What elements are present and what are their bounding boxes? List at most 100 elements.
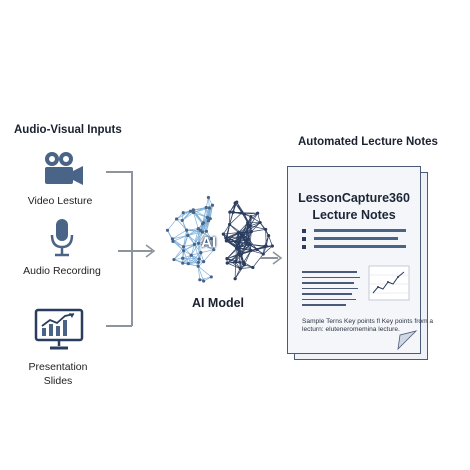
network-edge [238, 222, 248, 233]
presentation-chart-icon [34, 308, 84, 350]
network-node [188, 209, 193, 213]
folded-corner-icon [396, 329, 418, 351]
network-node [248, 242, 252, 247]
network-node [182, 249, 186, 253]
inputs-heading: Audio-Visual Inputs [14, 124, 122, 136]
network-edge [252, 253, 264, 268]
network-node [206, 195, 211, 200]
connector-to-notes [260, 257, 278, 259]
network-edge [206, 220, 209, 232]
network-node [237, 240, 241, 244]
network-edge [187, 230, 201, 236]
network-edge [182, 212, 194, 221]
network-edge [205, 197, 209, 208]
network-edge [167, 230, 173, 240]
network-node [209, 237, 214, 241]
network-edge [264, 235, 269, 247]
network-edge [198, 238, 212, 244]
network-edge [187, 235, 195, 245]
network-node [181, 256, 185, 260]
network-node [196, 241, 201, 245]
network-edge [190, 243, 199, 256]
ai-brain-network-icon [165, 195, 274, 283]
network-edge [229, 211, 234, 225]
network-edge [183, 243, 195, 248]
network-edge [194, 244, 200, 260]
network-edge [227, 262, 241, 269]
audio-recording-label: Audio Recording [23, 265, 101, 277]
network-edge [191, 254, 199, 263]
network-edge [227, 253, 240, 264]
network-node [209, 275, 213, 279]
network-node [241, 260, 246, 264]
network-node [172, 257, 176, 262]
network-node [251, 265, 255, 270]
connector-top [106, 171, 132, 173]
network-node [256, 211, 260, 215]
network-edge [197, 265, 212, 278]
video-lecture-label: Video Lesture [27, 195, 93, 207]
network-edge [183, 230, 187, 247]
network-edge [250, 225, 266, 230]
network-edge [250, 222, 261, 227]
notes-title-line1: LessonCapture360 [298, 191, 410, 205]
network-node [210, 203, 215, 207]
network-node [175, 217, 179, 221]
network-edge [186, 229, 195, 245]
network-node [228, 210, 232, 214]
network-node [270, 244, 274, 248]
network-node [200, 222, 205, 226]
network-node [249, 248, 253, 253]
network-edge [223, 232, 239, 235]
network-edge [200, 249, 214, 253]
network-node [224, 236, 228, 240]
connector-middle [118, 250, 152, 252]
network-node [231, 210, 235, 214]
network-edge [235, 247, 240, 263]
network-edge [183, 246, 192, 256]
network-node [233, 277, 237, 281]
notes-title: LessonCapture360 Lecture Notes [288, 190, 420, 224]
network-edge [265, 229, 267, 247]
network-node [261, 252, 265, 256]
network-node [181, 261, 185, 265]
network-edge [238, 231, 252, 243]
mini-line-chart-icon [368, 265, 410, 301]
network-edge [167, 218, 177, 231]
ai-center-text: AI [201, 234, 216, 251]
arrow-right-icon [272, 251, 283, 265]
sample-text-line1: Sample Terns Key points fl Key points fr… [302, 318, 434, 325]
presentation-label-line2: Slides [43, 375, 73, 387]
network-edge [250, 244, 265, 247]
sample-text: Sample Terns Key points fl Key points fr… [302, 318, 434, 334]
network-edge [203, 249, 215, 262]
network-node [206, 219, 211, 223]
network-node [197, 257, 201, 261]
network-edge [238, 241, 252, 251]
network-node [207, 206, 212, 210]
network-node [240, 211, 244, 215]
network-node [239, 235, 244, 239]
network-edge [198, 242, 214, 250]
network-node [196, 264, 200, 268]
network-edge [172, 235, 188, 240]
network-edge [247, 222, 249, 239]
network-node [238, 266, 242, 271]
bullet-line [314, 245, 406, 248]
network-node [181, 211, 185, 215]
network-node [191, 210, 196, 215]
network-edge [238, 225, 251, 233]
network-node [196, 260, 201, 264]
network-edge [257, 213, 261, 223]
network-edge [198, 231, 203, 244]
network-node [258, 220, 262, 225]
network-edge [248, 238, 258, 250]
network-node [204, 229, 209, 233]
network-edge [203, 207, 210, 224]
network-node [212, 248, 216, 252]
bullet-dot [302, 237, 306, 241]
bullet-dot [302, 229, 306, 233]
network-node [246, 237, 251, 241]
network-edge [202, 207, 207, 224]
network-node [171, 239, 175, 243]
